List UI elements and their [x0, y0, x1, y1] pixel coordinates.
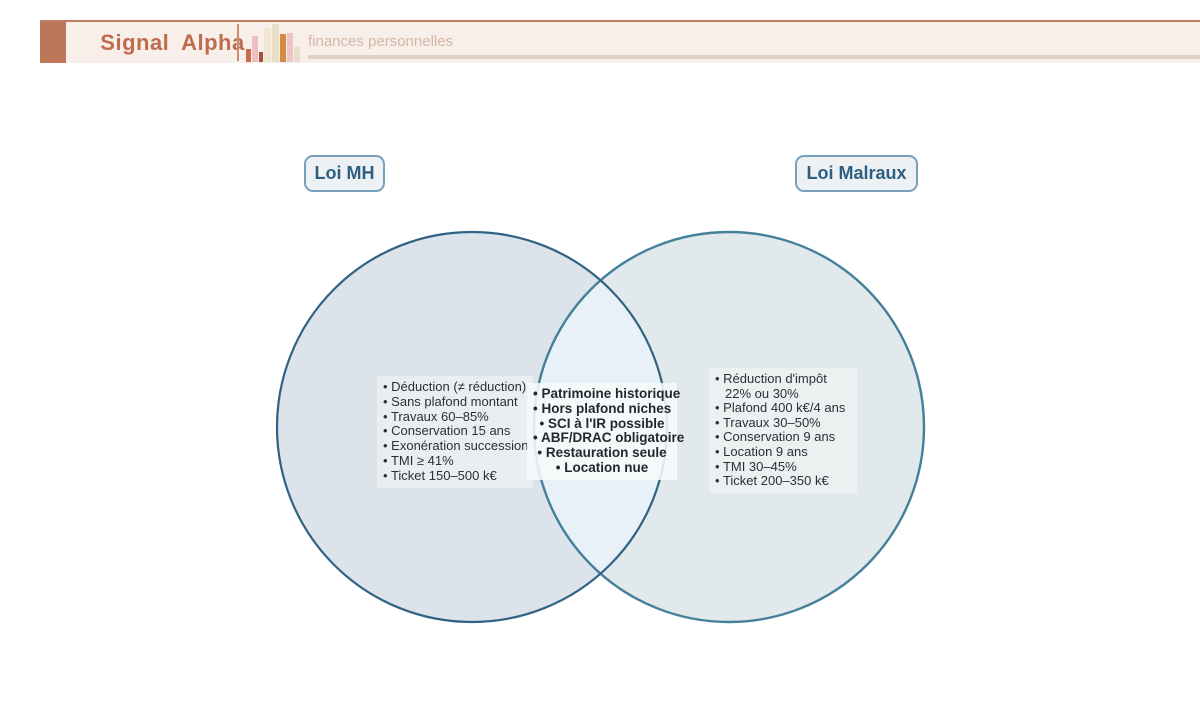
- list-item: TMI 30–45%: [715, 459, 851, 475]
- list-item: Travaux 60–85%: [383, 409, 527, 425]
- list-item: Ticket 150–500 k€: [383, 468, 527, 484]
- header-accent-block: [40, 22, 66, 63]
- list-item: Ticket 200–350 k€: [715, 474, 851, 489]
- logo-bar: [264, 28, 271, 62]
- logo-bar: [272, 24, 279, 62]
- list-item: ABF/DRAC obligatoire: [533, 431, 684, 446]
- app-header: Signal Alpha finances personnelles: [40, 20, 1200, 63]
- logo-bar: [280, 34, 286, 62]
- venn-right-items-panel: Réduction d'impôt 22% ou 30%Plafond 400 …: [709, 368, 857, 493]
- logo-bar: [252, 36, 258, 62]
- list-item: Plafond 400 k€/4 ans: [715, 401, 851, 416]
- brand-title: Signal Alpha: [100, 30, 245, 55]
- list-item: SCI à l'IR possible: [533, 416, 671, 432]
- list-item: Hors plafond niches: [533, 401, 671, 417]
- list-item: Exonération succession: [383, 438, 528, 454]
- list-item: Patrimoine historique: [533, 386, 680, 402]
- list-item: Location 9 ans: [715, 444, 851, 460]
- topic-field[interactable]: finances personnelles: [308, 33, 454, 50]
- logo-bar: [259, 52, 263, 62]
- list-item: Réduction d'impôt 22% ou 30%: [715, 371, 851, 401]
- venn-label-loi-malraux: Loi Malraux: [795, 155, 918, 192]
- header-divider: [237, 24, 239, 61]
- topic-field-underline: [308, 55, 1200, 59]
- list-item: Travaux 30–50%: [715, 415, 851, 431]
- list-item: Conservation 9 ans: [715, 430, 851, 445]
- venn-label-loi-mh: Loi MH: [304, 155, 385, 192]
- logo-bar: [287, 33, 293, 62]
- logo-bar: [294, 47, 300, 62]
- list-item: Restauration seule: [533, 445, 671, 461]
- list-item: TMI ≥ 41%: [383, 453, 527, 469]
- list-item: Conservation 15 ans: [383, 424, 527, 439]
- list-item: Déduction (≠ réduction): [383, 379, 527, 395]
- bar-chart-logo-icon: [246, 24, 300, 62]
- list-item: Location nue: [533, 460, 671, 476]
- venn-left-items-panel: Déduction (≠ réduction)Sans plafond mont…: [377, 376, 533, 488]
- venn-intersection-items-panel: Patrimoine historiqueHors plafond niches…: [527, 383, 684, 480]
- logo-bar: [246, 49, 251, 62]
- list-item: Sans plafond montant: [383, 394, 527, 410]
